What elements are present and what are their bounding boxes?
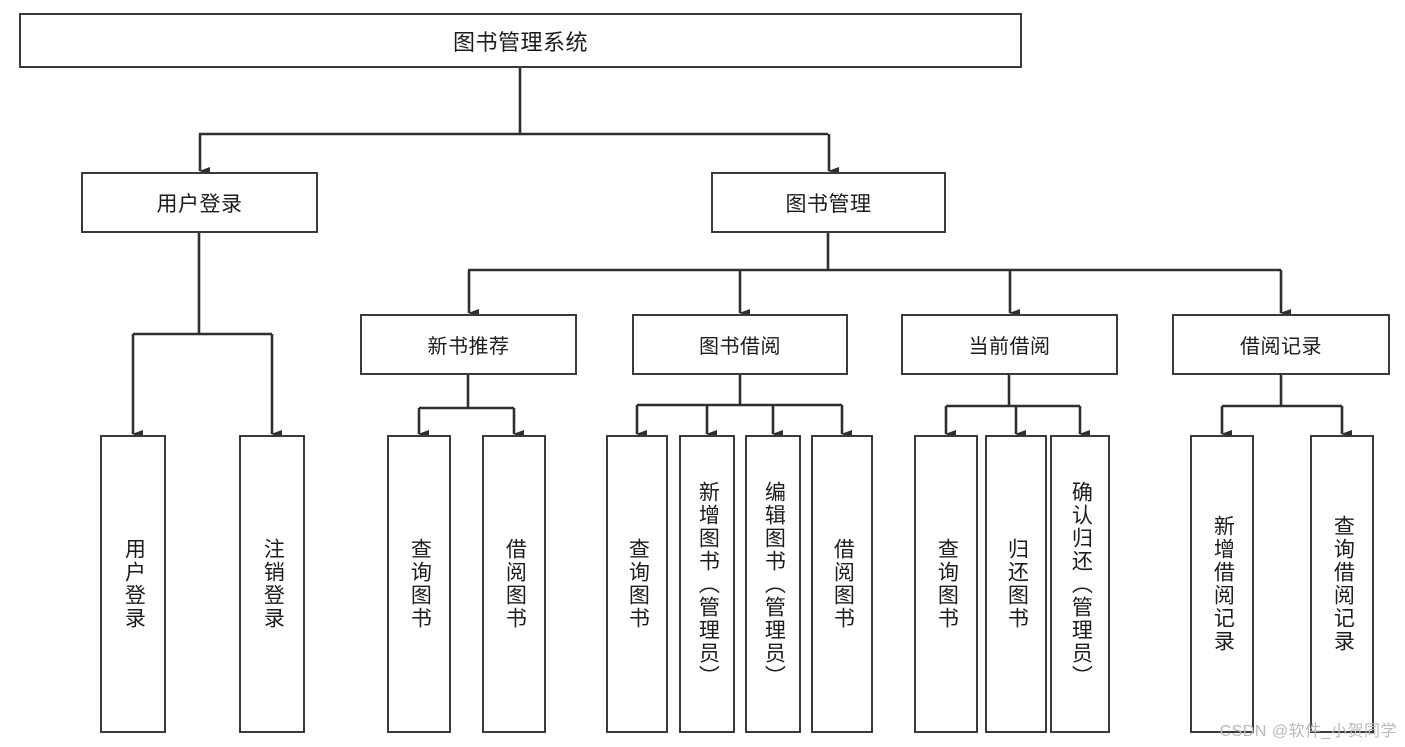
node-leaf-edit-book[interactable]: 编辑图书（管理员） [745,435,801,733]
watermark-text: CSDN @软件_小贺同学 [1219,723,1397,740]
node-leaf-confirm-return-label: 确认归还（管理员） [1069,480,1093,688]
node-current-borrow-label: 当前借阅 [968,336,1051,358]
node-leaf-return-book[interactable]: 归还图书 [985,435,1047,733]
node-leaf-user-login[interactable]: 用户登录 [100,435,166,733]
node-leaf-edit-book-label: 编辑图书（管理员） [762,480,786,688]
node-leaf-query-record-label: 查询借阅记录 [1331,515,1355,653]
node-user-login-label: 用户登录 [156,192,243,216]
node-new-book-rec[interactable]: 新书推荐 [360,314,577,375]
node-leaf-logout-login-label: 注销登录 [261,538,285,630]
node-leaf-add-record[interactable]: 新增借阅记录 [1190,435,1254,733]
node-leaf-query-book-1-label: 查询图书 [408,538,432,630]
node-leaf-borrow-book-2-label: 借阅图书 [831,538,855,630]
node-leaf-return-book-label: 归还图书 [1005,538,1029,630]
node-leaf-logout-login[interactable]: 注销登录 [239,435,305,733]
node-leaf-add-book[interactable]: 新增图书（管理员） [679,435,735,733]
node-root-label: 图书管理系统 [452,29,588,55]
node-current-borrow[interactable]: 当前借阅 [901,314,1118,375]
node-book-manage-label: 图书管理 [785,192,872,216]
node-leaf-user-login-label: 用户登录 [122,538,146,630]
node-book-borrow[interactable]: 图书借阅 [632,314,848,375]
node-leaf-confirm-return[interactable]: 确认归还（管理员） [1050,435,1110,733]
node-user-login[interactable]: 用户登录 [81,172,318,233]
node-leaf-add-record-label: 新增借阅记录 [1211,515,1235,653]
node-leaf-query-book-2[interactable]: 查询图书 [606,435,668,733]
node-leaf-add-book-label: 新增图书（管理员） [696,480,720,688]
node-leaf-query-book-1[interactable]: 查询图书 [387,435,451,733]
node-leaf-query-book-2-label: 查询图书 [626,538,650,630]
node-book-borrow-label: 图书借阅 [699,336,781,358]
node-leaf-borrow-book-1-label: 借阅图书 [503,538,527,630]
node-leaf-query-book-3[interactable]: 查询图书 [914,435,978,733]
node-leaf-borrow-book-1[interactable]: 借阅图书 [482,435,546,733]
node-leaf-query-record[interactable]: 查询借阅记录 [1310,435,1374,733]
node-new-book-rec-label: 新书推荐 [427,336,510,358]
node-leaf-query-book-3-label: 查询图书 [935,538,959,630]
node-borrow-record[interactable]: 借阅记录 [1172,314,1390,375]
node-leaf-borrow-book-2[interactable]: 借阅图书 [811,435,873,733]
node-book-manage[interactable]: 图书管理 [711,172,946,233]
node-borrow-record-label: 借阅记录 [1240,336,1322,358]
node-root[interactable]: 图书管理系统 [19,13,1022,68]
